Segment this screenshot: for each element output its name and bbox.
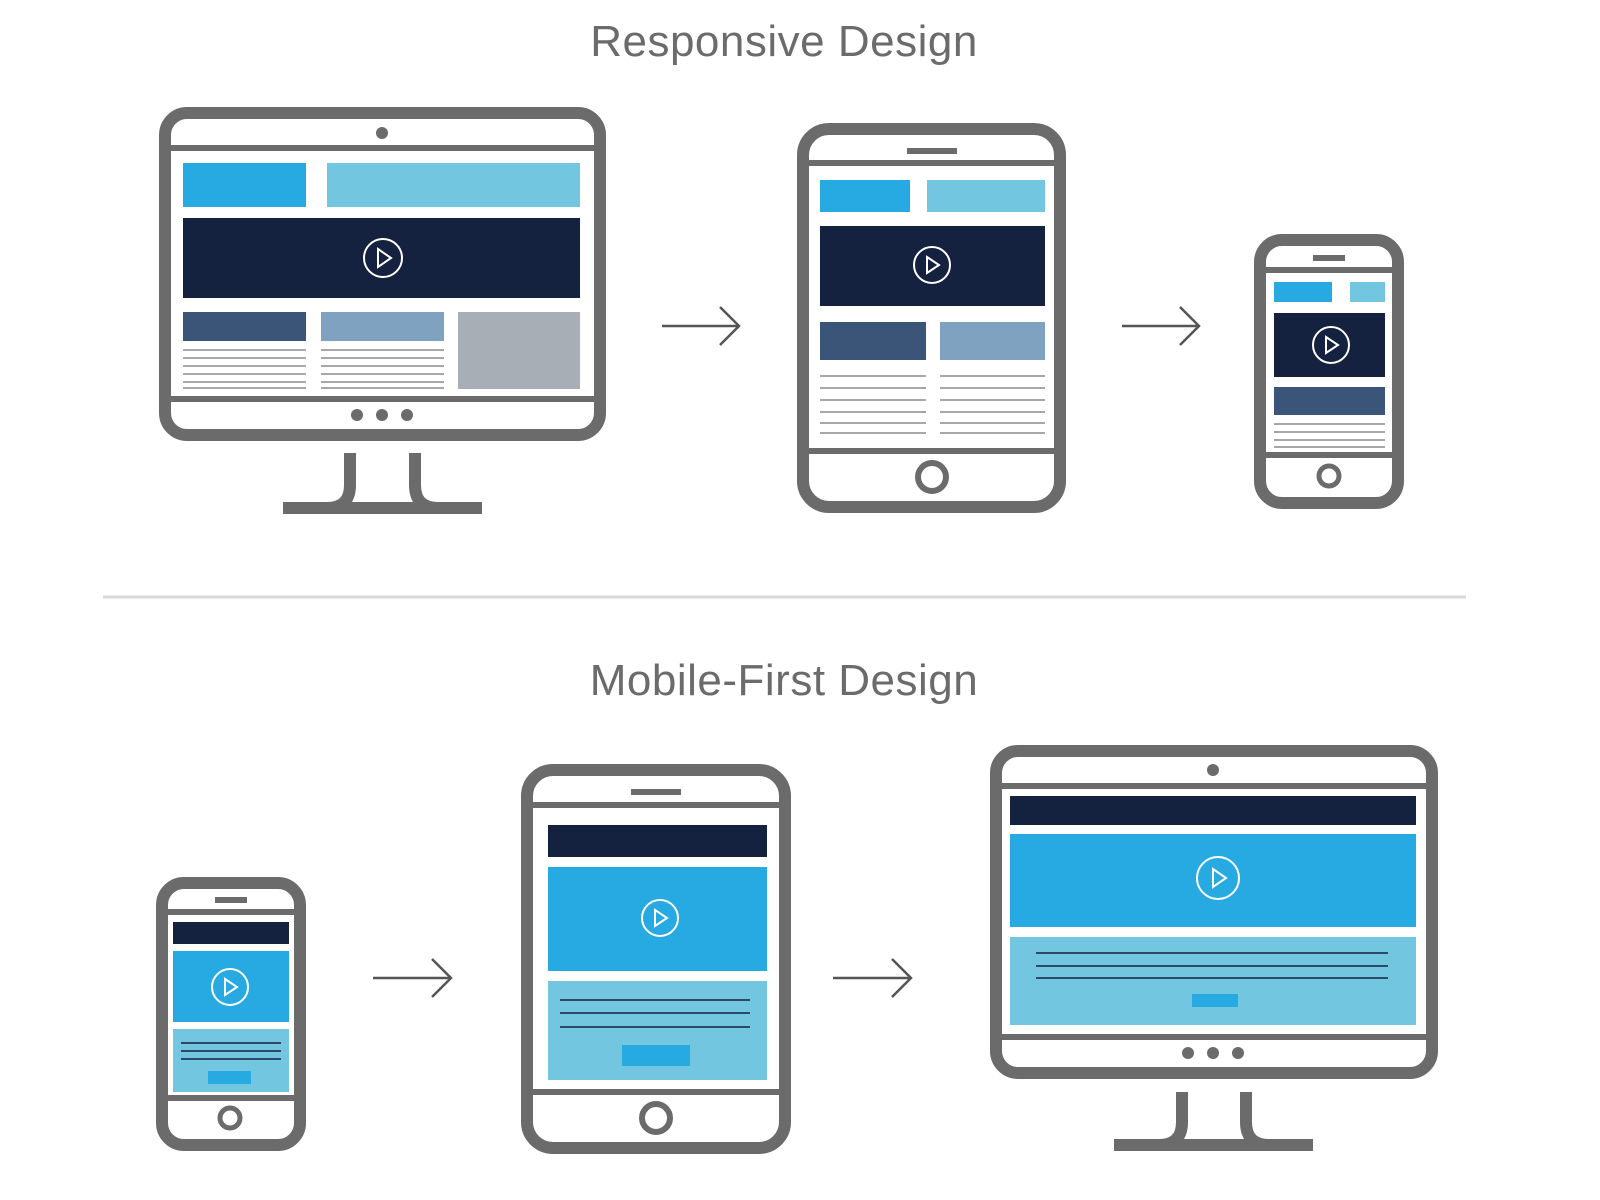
monitor-stand <box>1114 1092 1313 1151</box>
tablet-mobile-first <box>521 764 791 1154</box>
arrow-right-icon <box>662 306 741 346</box>
text-lines <box>183 349 444 389</box>
play-icon <box>1312 326 1350 364</box>
video-block <box>183 218 580 298</box>
desktop-responsive <box>159 107 606 514</box>
cta-button-block <box>622 1045 690 1066</box>
mobile-first-design-title: Mobile-First Design <box>590 656 978 705</box>
image-block <box>458 312 580 389</box>
responsive-design-title: Responsive Design <box>590 17 978 66</box>
monitor-frame <box>159 107 606 441</box>
monitor-frame <box>990 745 1438 1079</box>
play-icon <box>363 238 403 278</box>
cta-button-block <box>208 1071 251 1084</box>
phone-responsive <box>1254 234 1404 509</box>
tablet-frame <box>521 764 791 1154</box>
phone-frame <box>156 877 306 1151</box>
arrow-right-icon <box>833 958 913 998</box>
play-icon <box>1196 856 1240 900</box>
camera-icon <box>1207 764 1219 776</box>
header-block <box>183 163 306 207</box>
home-button-icon <box>915 460 949 494</box>
card-header <box>183 312 306 341</box>
phone-mobile-first <box>156 877 306 1151</box>
tablet-responsive <box>797 123 1066 513</box>
home-button-icon <box>639 1101 673 1135</box>
nav-block <box>327 163 580 207</box>
home-button-icon <box>217 1105 243 1131</box>
arrow-right-icon <box>1122 306 1201 346</box>
arrow-right-icon <box>373 958 453 998</box>
tablet-frame <box>797 123 1066 513</box>
phone-frame <box>1254 234 1404 509</box>
camera-icon <box>376 127 388 139</box>
monitor-stand <box>283 453 482 514</box>
card-header <box>321 312 444 341</box>
play-icon <box>211 968 249 1006</box>
desktop-mobile-first <box>990 745 1438 1151</box>
cta-button-block <box>1192 994 1238 1007</box>
home-button-icon <box>1316 463 1342 489</box>
play-icon <box>641 899 679 937</box>
play-icon <box>913 246 951 284</box>
video-block <box>820 226 1045 306</box>
